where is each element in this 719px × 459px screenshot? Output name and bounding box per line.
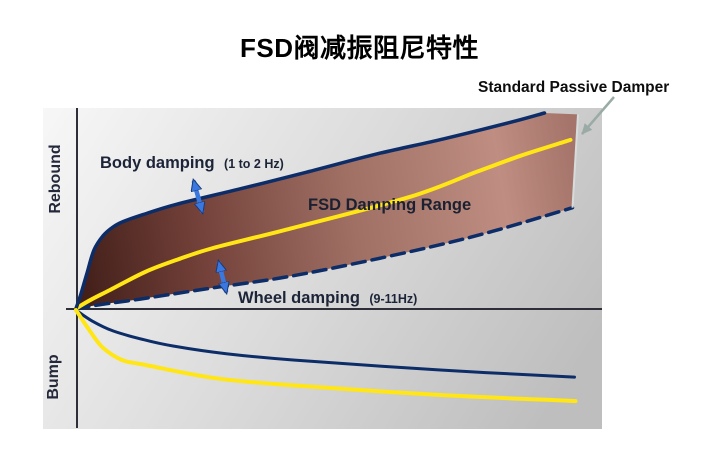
passive-bump-curve: [74, 308, 578, 404]
annotation-arrows: [194, 96, 615, 291]
page-title: FSD阀减振阻尼特性: [239, 33, 479, 63]
fsd-soft-rebound-curve: [74, 205, 575, 311]
range-right-edge: [571, 114, 579, 208]
rebound-axis-label: Rebound: [47, 144, 64, 213]
wheel-damping-label: Wheel damping (9-11Hz): [238, 289, 417, 307]
body-damping-text: Body damping: [100, 154, 215, 172]
fsd-firm-rebound-curve: [74, 111, 547, 311]
fsd-bump-curve: [74, 308, 576, 379]
bump-axis-label: Bump: [45, 354, 62, 400]
standard-passive-damper-arrow-icon: [581, 96, 615, 135]
fsd-damping-range-label: FSD Damping Range: [308, 196, 471, 214]
curves-layer: [74, 111, 579, 404]
body-damping-label: Body damping (1 to 2 Hz): [100, 154, 284, 172]
fsd-damping-range-area: [76, 113, 578, 309]
wheel-damping-frequency: (9-11Hz): [369, 292, 417, 306]
body-damping-frequency: (1 to 2 Hz): [224, 157, 284, 171]
wheel-damping-text: Wheel damping: [238, 289, 360, 307]
standard-passive-damper-label: Standard Passive Damper: [478, 79, 669, 96]
body-damping-arrow-icon: [194, 182, 202, 211]
passive-rebound-curve: [74, 137, 573, 311]
wheel-damping-arrow-icon: [219, 263, 226, 291]
